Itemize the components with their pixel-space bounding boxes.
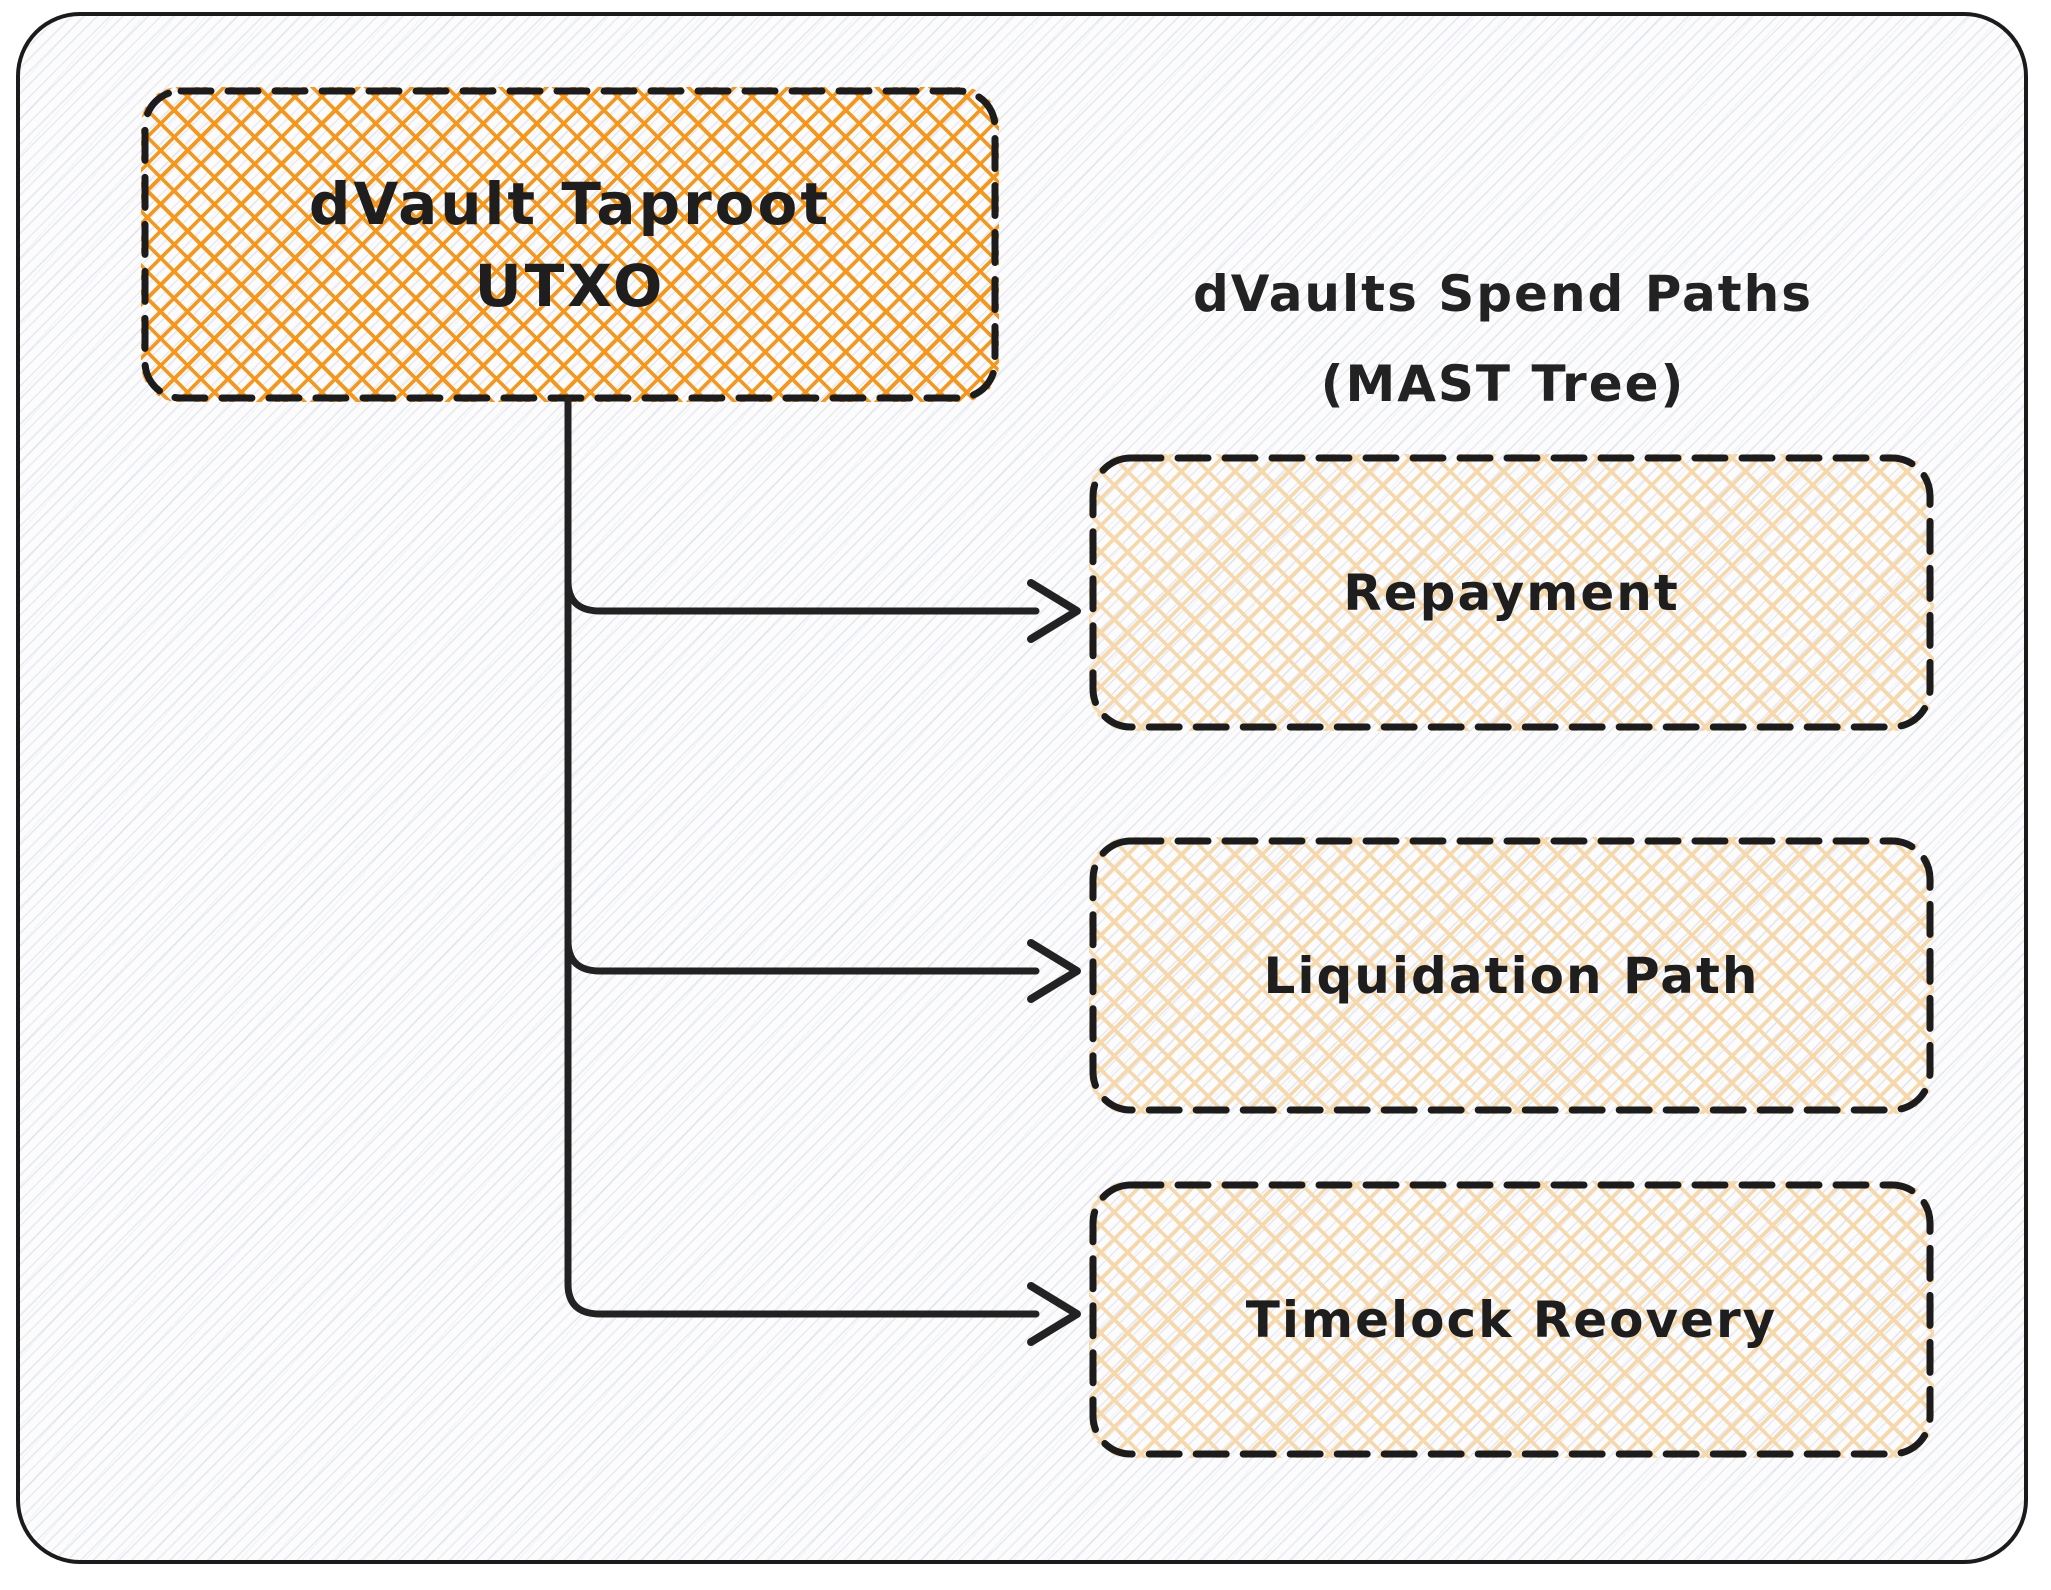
repayment-label: Repayment: [1343, 563, 1680, 622]
node-timelock-recovery: Timelock Reovery: [1089, 1181, 1934, 1458]
section-label-line1: dVaults Spend Paths: [1192, 265, 1814, 323]
node-dvault-taproot-utxo: dVault Taproot UTXO: [141, 87, 999, 402]
root-node-label-line2: UTXO: [474, 251, 666, 320]
section-label-line2: (MAST Tree): [1320, 355, 1686, 413]
root-node-label: dVault Taproot UTXO: [309, 163, 831, 327]
timelock-recovery-label: Timelock Reovery: [1245, 1290, 1778, 1349]
spend-paths-section-label: dVaults Spend Paths (MAST Tree): [1103, 249, 1903, 429]
node-repayment: Repayment: [1089, 454, 1934, 731]
node-liquidation-path: Liquidation Path: [1089, 837, 1934, 1114]
outer-frame: dVault Taproot UTXO dVaults Spend Paths …: [16, 12, 2028, 1564]
liquidation-path-label: Liquidation Path: [1263, 946, 1760, 1005]
root-node-label-line1: dVault Taproot: [308, 169, 832, 238]
